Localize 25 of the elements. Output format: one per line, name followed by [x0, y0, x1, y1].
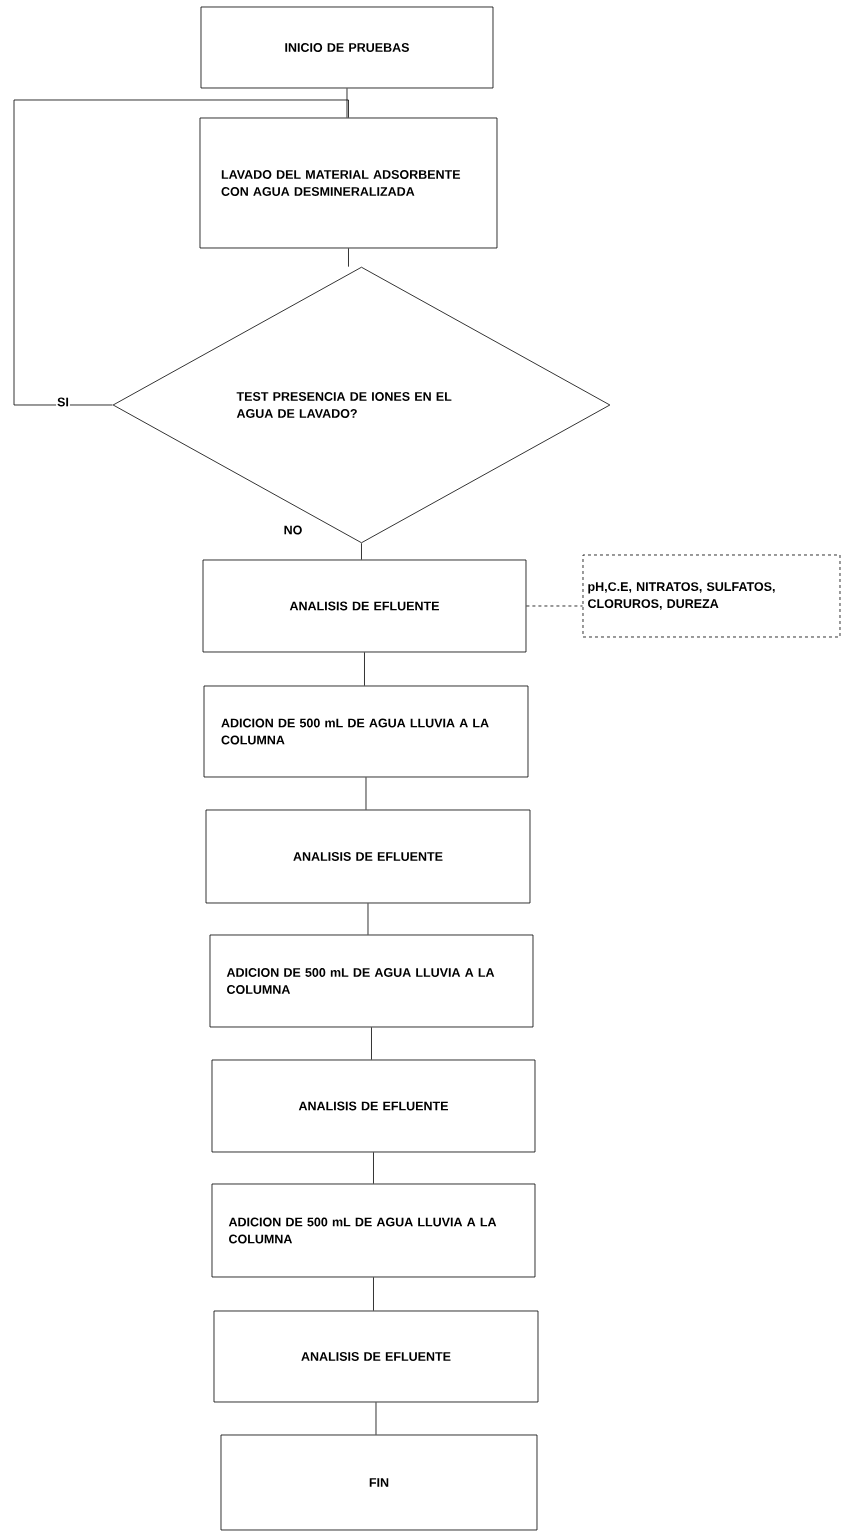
- edge-label: NO: [282, 524, 304, 536]
- start-box: INICIO DE PRUEBAS: [200, 6, 494, 89]
- note-box: pH,C.E, NITRATOS, SULFATOS, CLORUROS, DUREZA: [582, 554, 841, 638]
- process-box: LAVADO DEL MATERIAL ADSORBENTE CON AGUA DESMINERALIZADA: [199, 117, 498, 249]
- connector-line: [13, 99, 349, 406]
- connector-line: [346, 88, 348, 118]
- connector-line: [365, 777, 367, 810]
- process-box: ADICION DE 500 mL DE AGUA LLUVIA A LA COLUMNA: [211, 1183, 536, 1278]
- process-box: ADICION DE 500 mL DE AGUA LLUVIA A LA COLUMNA: [203, 685, 529, 778]
- connector-line: [373, 1152, 374, 1184]
- process-box: ANALISIS DE EFLUENTE: [202, 559, 527, 653]
- process-box: ANALISIS DE EFLUENTE: [211, 1059, 536, 1153]
- connector-line: [361, 542, 362, 560]
- connector-line: [371, 1027, 372, 1060]
- connector-line: [375, 1402, 377, 1435]
- process-box: ANALISIS DE EFLUENTE: [205, 809, 531, 904]
- end-box: FIN: [220, 1434, 538, 1531]
- process-box: ADICION DE 500 mL DE AGUA LLUVIA A LA COLUMNA: [209, 934, 534, 1028]
- connector-line: [348, 248, 349, 268]
- connector-line: [526, 605, 583, 607]
- connector-line: [364, 652, 365, 686]
- connector-line: [367, 903, 369, 935]
- process-box: ANALISIS DE EFLUENTE: [213, 1310, 539, 1403]
- edge-label: SI: [56, 396, 70, 408]
- connector-line: [373, 1277, 374, 1311]
